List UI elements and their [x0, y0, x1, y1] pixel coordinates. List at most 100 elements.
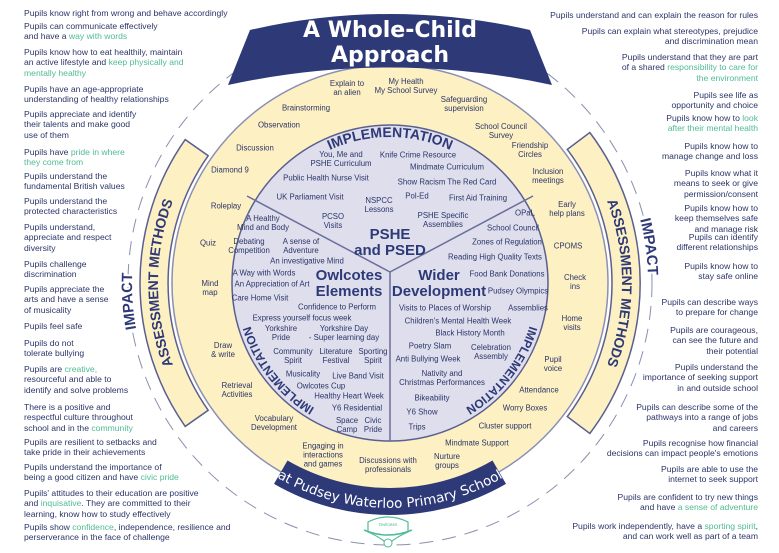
impact-text: There is a positive and respectful cultu…: [24, 402, 133, 433]
impact-text: Pupils are able to use the internet to s…: [661, 464, 758, 485]
implementation-item-owlcotes: A Way with Words: [232, 268, 296, 278]
impact-text: Pupils understand, appreciate and respec…: [24, 222, 112, 253]
assessment-method-item: Vocabulary Development: [251, 414, 297, 432]
impact-statement: Pupils understand and can explain the re…: [550, 10, 758, 20]
title-line-1: A Whole-Child: [303, 18, 477, 43]
impact-highlight: pride in where they come from: [24, 147, 125, 168]
impact-text: Pupils understand the importance of bein…: [24, 462, 162, 483]
impact-text: Pupils are: [24, 364, 65, 374]
implementation-item-owlcotes: Sporting Spirit: [358, 347, 388, 365]
implementation-item-owlcotes: Live Band Visit: [332, 371, 384, 381]
implementation-item-owlcotes: An investigative Mind: [270, 256, 344, 266]
implementation-item-pshe: Show Racism The Red Card: [397, 177, 497, 187]
impact-highlight: keep physically and mentally healthy: [24, 57, 184, 78]
impact-statement: Pupils do not tolerate bullying: [24, 338, 84, 359]
impact-text: Pupils do not tolerate bullying: [24, 338, 85, 359]
implementation-item-owlcotes: Healthy Heart Week: [314, 391, 384, 401]
impact-text: Pupils are resilient to setbacks and tak…: [24, 437, 157, 458]
assessment-method-item: Explain to an alien: [329, 79, 365, 97]
implementation-item-owlcotes: Y6 Residential: [331, 403, 383, 413]
impact-text: Pupils appreciate the arts and have a se…: [24, 284, 109, 315]
impact-highlight: inquisative: [40, 498, 82, 509]
school-banner: [274, 460, 506, 515]
implementation-item-wider: Black History Month: [435, 328, 505, 338]
impact-highlight: way with words: [68, 31, 128, 42]
assessment-method-item: Home visits: [561, 314, 583, 332]
implementation-item-wider: Children's Mental Health Week: [404, 316, 512, 326]
implementation-item-owlcotes: Space Camp: [335, 416, 359, 434]
impact-statement: Pupils have an age-appropriate understan…: [24, 84, 169, 105]
implementation-item-wider: Bikeability: [414, 393, 450, 403]
impact-statement: Pupils can communicate effectively and h…: [24, 21, 158, 42]
impact-highlight: look after their mental health: [667, 113, 758, 134]
implementation-item-wider: Nativity and Christmas Performances: [399, 369, 485, 387]
implementation-item-wider: Y6 Show: [406, 407, 438, 417]
impact-highlight: confidence: [72, 522, 114, 532]
impact-text: Pupils can describe some of the pathways…: [636, 402, 758, 433]
assessment-method-item: Attendance: [519, 385, 559, 395]
implementation-item-pshe: Knife Crime Resource: [379, 150, 457, 160]
impact-text: Pupils know how to keep themselves safe …: [674, 203, 758, 234]
impact-text: Pupils have an age-appropriate understan…: [24, 84, 169, 105]
impact-text: Pupils know what it means to seek or giv…: [673, 168, 758, 199]
impact-statement: Pupils understand that they are part of …: [622, 52, 758, 83]
implementation-item-pshe: You, Me and PSHE Curriculum: [310, 150, 372, 168]
assessment-method-item: Diamond 9: [211, 165, 249, 175]
section-owlcotes-elements: Owlcotes Elements: [315, 267, 383, 300]
impact-text: Pupils understand the fundamental Britis…: [24, 171, 125, 192]
implementation-item-pshe: PSHE Specific Assemblies: [417, 211, 469, 229]
impact-statement: Pupils know how to look after their ment…: [666, 113, 758, 134]
impact-text: Pupils can communicate effectively and h…: [24, 21, 158, 42]
impact-statement: Pupils can identify different relationsh…: [676, 232, 758, 253]
impact-statement: Pupils understand the importance of seek…: [643, 362, 758, 393]
impact-text: Pupils can describe ways to prepare for …: [661, 297, 759, 318]
assessment-method-item: Check ins: [563, 273, 587, 291]
impact-text: Pupils understand the protected characte…: [24, 196, 118, 217]
impact-text: Pupils see life as opportunity and choic…: [671, 90, 758, 111]
impact-text: Pupils challenge discrimination: [24, 259, 87, 280]
impact-statement: Pupils can explain what stereotypes, pre…: [582, 26, 758, 47]
svg-text:IMPACT: IMPACT: [119, 273, 140, 332]
assessment-method-item: My Health My School Survey: [374, 77, 438, 95]
impact-text: Pupils are confident to try new things a…: [617, 492, 758, 513]
impact-text: Pupils work independently, have a: [572, 521, 705, 531]
implementation-item-owlcotes: Yorkshire Pride: [264, 324, 298, 342]
implementation-item-owlcotes: Musicality: [285, 369, 321, 379]
section-pshe-psed: PSHE and PSED: [354, 226, 426, 259]
implementation-item-wider: Anti Bullying Week: [395, 354, 461, 364]
impact-text: Pupils understand and can explain the re…: [550, 10, 758, 20]
implementation-item-owlcotes: Civic Pride: [363, 416, 383, 434]
impact-text: Pupils appreciate and identify their tal…: [24, 109, 137, 140]
implementation-item-owlcotes: Yorkshire Day - Super learning day: [308, 324, 380, 342]
implementation-item-pshe: Pol-Ed: [405, 191, 429, 201]
impact-highlight: responsibility to care for the environme…: [667, 62, 758, 83]
title-banner: [228, 14, 552, 85]
title-line-2: Approach: [330, 43, 450, 68]
assessment-method-item: Cluster support: [478, 421, 532, 431]
implementation-item-wider: Assemblies: [508, 303, 548, 313]
impact-statement: Pupils appreciate the arts and have a se…: [24, 284, 109, 315]
impact-statement: Pupils know how to keep themselves safe …: [675, 203, 758, 234]
assessment-method-item: School Council Survey: [474, 122, 528, 140]
owlcotes-logo: Owlcotes: [363, 516, 413, 548]
impact-statement: Pupils can describe some of the pathways…: [636, 402, 758, 433]
impact-statement: Pupils are able to use the internet to s…: [661, 464, 758, 485]
implementation-item-owlcotes: Owlcotes Cup: [296, 381, 346, 391]
impact-statement: Pupils are resilient to setbacks and tak…: [24, 437, 157, 458]
impact-statement: Pupils feel safe: [24, 321, 82, 331]
impact-statement: Pupils know how to eat healthily, mainta…: [24, 47, 184, 78]
assessment-method-item: Early help plans: [549, 200, 585, 218]
implementation-item-wider: Trips: [408, 422, 426, 432]
impact-highlight: sporting spirit: [704, 521, 756, 531]
impact-text: , and can work well as part of a team: [622, 521, 758, 542]
impact-highlight: community: [91, 422, 133, 433]
impact-text: Pupils know how to manage change and los…: [661, 141, 758, 162]
impact-statement: Pupils are courageous, can see the futur…: [670, 325, 758, 356]
impact-text: Pupils show: [24, 522, 73, 532]
impact-text: Pupils feel safe: [24, 321, 83, 331]
impact-statement: There is a positive and respectful cultu…: [24, 402, 133, 433]
section-wider-development: Wider Development: [391, 267, 487, 300]
impact-text: Pupils know how to: [666, 113, 743, 123]
impact-statement: Pupils understand the importance of bein…: [24, 462, 179, 483]
